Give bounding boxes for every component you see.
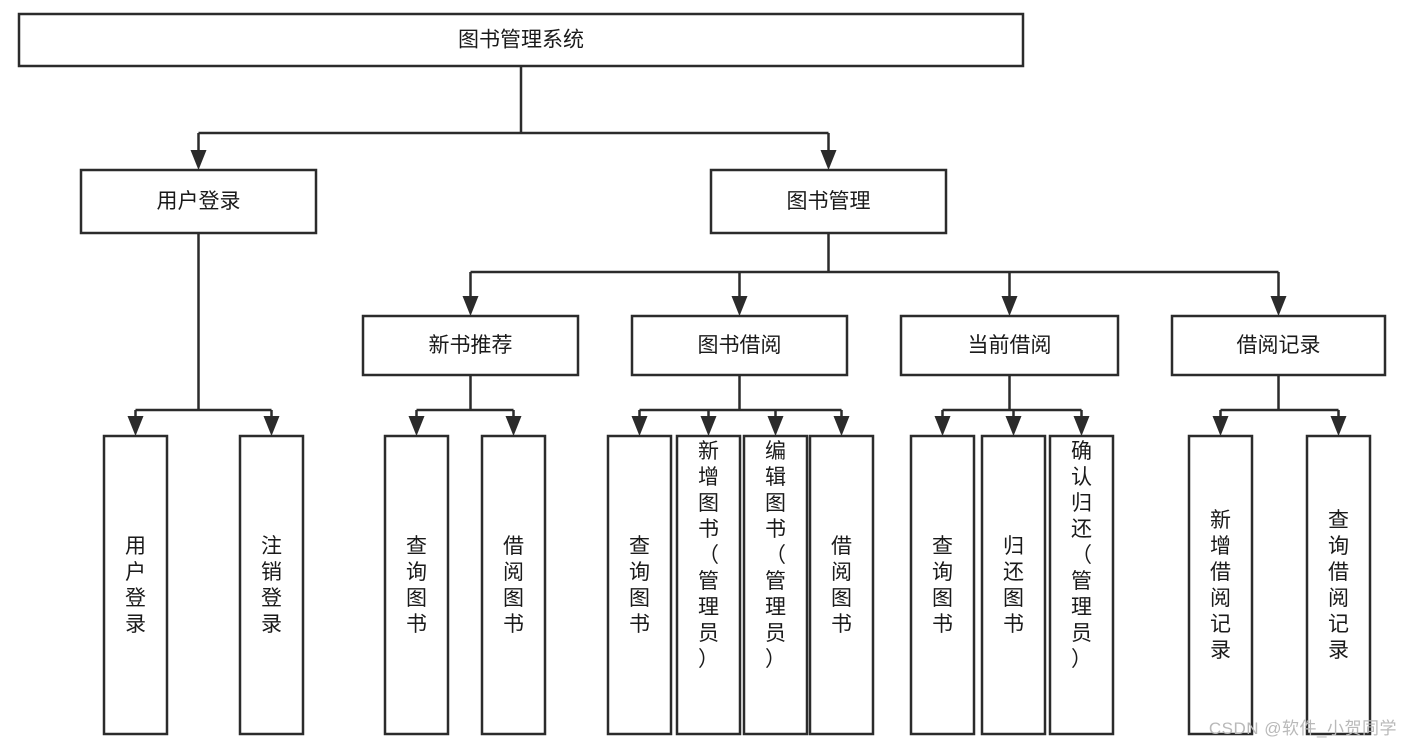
node-box-leaf-return-book xyxy=(980,434,1047,736)
node-borrow-record[interactable]: 借阅记录 xyxy=(1170,314,1387,377)
arrow-head-icon xyxy=(1212,416,1229,436)
node-leaf-query-book-2[interactable]: 查询图书 xyxy=(606,434,673,736)
arrow-head-icon xyxy=(631,416,648,436)
node-box-leaf-query-borrow-record xyxy=(1305,434,1372,736)
arrow-head-icon xyxy=(934,416,951,436)
node-leaf-user-login[interactable]: 用户登录 xyxy=(102,434,169,736)
watermark-label: CSDN @软件_小贺同学 xyxy=(1208,719,1397,738)
arrow-head-icon xyxy=(820,150,837,170)
node-user-login[interactable]: 用户登录 xyxy=(79,168,318,235)
node-label-leaf-query-borrow-record: 查询借阅记录 xyxy=(1328,509,1349,662)
arrow-head-icon xyxy=(127,416,144,436)
node-label-current-borrow: 当前借阅 xyxy=(968,334,1052,357)
node-label-leaf-query-book-2: 查询图书 xyxy=(629,535,650,636)
nodes-layer: 图书管理系统用户登录图书管理新书推荐图书借阅当前借阅借阅记录用户登录注销登录查询… xyxy=(17,12,1387,736)
node-label-book-management: 图书管理 xyxy=(787,190,871,213)
node-label-book-borrow: 图书借阅 xyxy=(698,334,782,357)
node-leaf-return-book[interactable]: 归还图书 xyxy=(980,434,1047,736)
arrow-head-icon xyxy=(1330,416,1347,436)
node-leaf-add-borrow-record[interactable]: 新增借阅记录 xyxy=(1187,434,1254,736)
node-label-root: 图书管理系统 xyxy=(458,29,584,52)
node-box-leaf-query-book-3 xyxy=(909,434,976,736)
arrow-head-icon xyxy=(1001,296,1018,316)
node-box-leaf-edit-book-admin xyxy=(742,434,809,736)
arrow-head-icon xyxy=(1073,416,1090,436)
arrow-head-icon xyxy=(767,416,784,436)
node-book-borrow[interactable]: 图书借阅 xyxy=(630,314,849,377)
arrow-head-icon xyxy=(505,416,522,436)
arrow-head-icon xyxy=(462,296,479,316)
node-new-book-recommend[interactable]: 新书推荐 xyxy=(361,314,580,377)
node-leaf-confirm-return-admin[interactable]: 确认归还（管理员） xyxy=(1048,434,1115,736)
node-box-leaf-add-book-admin xyxy=(675,434,742,736)
node-label-leaf-borrow-book-2: 借阅图书 xyxy=(831,535,852,636)
node-box-leaf-borrow-book-2 xyxy=(808,434,875,736)
arrow-head-icon xyxy=(408,416,425,436)
node-book-management[interactable]: 图书管理 xyxy=(709,168,948,235)
node-leaf-add-book-admin[interactable]: 新增图书（管理员） xyxy=(675,434,742,736)
arrow-head-icon xyxy=(1005,416,1022,436)
arrow-head-icon xyxy=(190,150,207,170)
node-box-leaf-logout xyxy=(238,434,305,736)
node-label-leaf-user-login: 用户登录 xyxy=(125,535,146,636)
node-box-book-management xyxy=(709,168,948,235)
node-box-root xyxy=(17,12,1025,68)
node-box-leaf-confirm-return-admin xyxy=(1048,434,1115,736)
node-box-leaf-query-book-1 xyxy=(383,434,450,736)
node-box-leaf-query-book-2 xyxy=(606,434,673,736)
node-leaf-borrow-book-2[interactable]: 借阅图书 xyxy=(808,434,875,736)
arrow-head-icon xyxy=(731,296,748,316)
arrow-head-icon xyxy=(833,416,850,436)
node-box-book-borrow xyxy=(630,314,849,377)
node-box-new-book-recommend xyxy=(361,314,580,377)
node-leaf-query-borrow-record[interactable]: 查询借阅记录 xyxy=(1305,434,1372,736)
node-box-user-login xyxy=(79,168,318,235)
connectors-layer xyxy=(127,66,1347,436)
node-label-leaf-edit-book-admin: 编辑图书（管理员） xyxy=(765,440,786,671)
arrow-head-icon xyxy=(1270,296,1287,316)
node-label-new-book-recommend: 新书推荐 xyxy=(429,334,513,357)
node-box-leaf-user-login xyxy=(102,434,169,736)
node-box-leaf-add-borrow-record xyxy=(1187,434,1254,736)
node-label-leaf-add-borrow-record: 新增借阅记录 xyxy=(1210,509,1231,662)
node-leaf-edit-book-admin[interactable]: 编辑图书（管理员） xyxy=(742,434,809,736)
node-label-borrow-record: 借阅记录 xyxy=(1237,334,1321,357)
node-label-leaf-confirm-return-admin: 确认归还（管理员） xyxy=(1071,440,1092,671)
node-label-leaf-add-book-admin: 新增图书（管理员） xyxy=(698,440,719,671)
node-leaf-query-book-3[interactable]: 查询图书 xyxy=(909,434,976,736)
node-box-borrow-record xyxy=(1170,314,1387,377)
node-label-leaf-borrow-book-1: 借阅图书 xyxy=(503,535,524,636)
node-label-leaf-logout: 注销登录 xyxy=(261,535,282,636)
node-label-leaf-return-book: 归还图书 xyxy=(1003,535,1024,636)
node-current-borrow[interactable]: 当前借阅 xyxy=(899,314,1120,377)
node-label-user-login: 用户登录 xyxy=(157,190,241,213)
node-label-leaf-query-book-3: 查询图书 xyxy=(932,535,953,636)
node-leaf-logout[interactable]: 注销登录 xyxy=(238,434,305,736)
arrow-head-icon xyxy=(700,416,717,436)
node-leaf-query-book-1[interactable]: 查询图书 xyxy=(383,434,450,736)
arrow-head-icon xyxy=(263,416,280,436)
node-root[interactable]: 图书管理系统 xyxy=(17,12,1025,68)
node-box-leaf-borrow-book-1 xyxy=(480,434,547,736)
node-label-leaf-query-book-1: 查询图书 xyxy=(406,535,427,636)
node-box-current-borrow xyxy=(899,314,1120,377)
node-leaf-borrow-book-1[interactable]: 借阅图书 xyxy=(480,434,547,736)
